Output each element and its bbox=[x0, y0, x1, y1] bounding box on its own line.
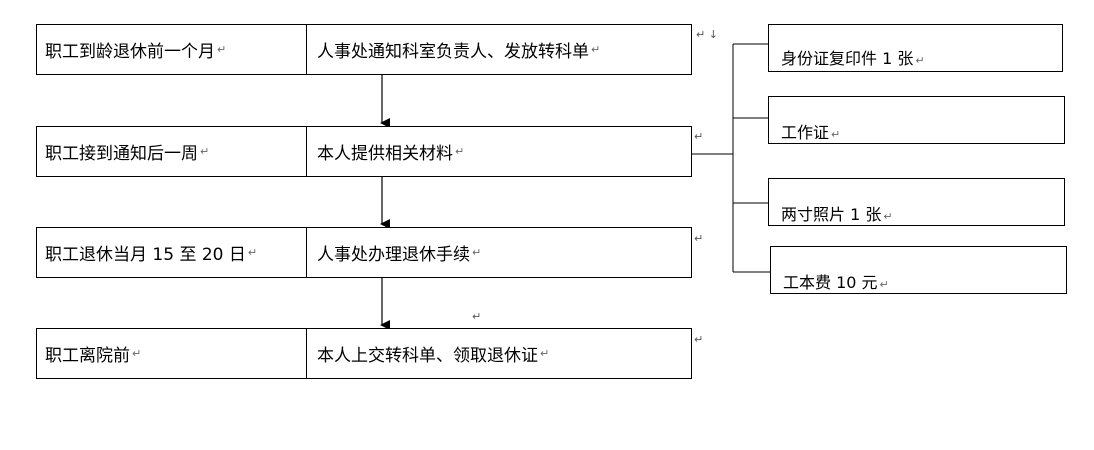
paragraph-mark: ↵ bbox=[694, 333, 704, 346]
paragraph-mark: ↵ bbox=[472, 310, 482, 323]
material-box-2: 工作证↵ bbox=[768, 96, 1065, 144]
step-1-when: 职工到龄退休前一个月↵ bbox=[37, 25, 307, 74]
step-2-when: 职工接到通知后一周↵ bbox=[37, 127, 307, 176]
step-row-1: 职工到龄退休前一个月↵ 人事处通知科室负责人、发放转科单↵ bbox=[36, 24, 692, 75]
material-box-4: 工本费 10 元↵ bbox=[770, 246, 1067, 294]
step-4-when: 职工离院前↵ bbox=[37, 329, 307, 378]
paragraph-mark: ↵ bbox=[694, 232, 704, 245]
paragraph-mark: ↵ ↓ bbox=[696, 28, 718, 41]
step-row-4: 职工离院前↵ 本人上交转科单、领取退休证↵ bbox=[36, 328, 692, 379]
step-3-action: 人事处办理退休手续↵ bbox=[317, 245, 482, 265]
material-box-3: 两寸照片 1 张↵ bbox=[768, 178, 1065, 226]
material-box-1: 身份证复印件 1 张↵ bbox=[768, 24, 1063, 72]
step-4-action: 本人上交转科单、领取退休证↵ bbox=[317, 346, 550, 366]
step-3-when: 职工退休当月 15 至 20 日↵ bbox=[37, 228, 307, 277]
step-row-2: 职工接到通知后一周↵ 本人提供相关材料↵ bbox=[36, 126, 692, 177]
step-row-3: 职工退休当月 15 至 20 日↵ 人事处办理退休手续↵ bbox=[36, 227, 692, 278]
step-1-action: 人事处通知科室负责人、发放转科单↵ bbox=[317, 42, 601, 62]
paragraph-mark: ↵ bbox=[694, 130, 704, 143]
step-2-action: 本人提供相关材料↵ bbox=[317, 144, 465, 164]
